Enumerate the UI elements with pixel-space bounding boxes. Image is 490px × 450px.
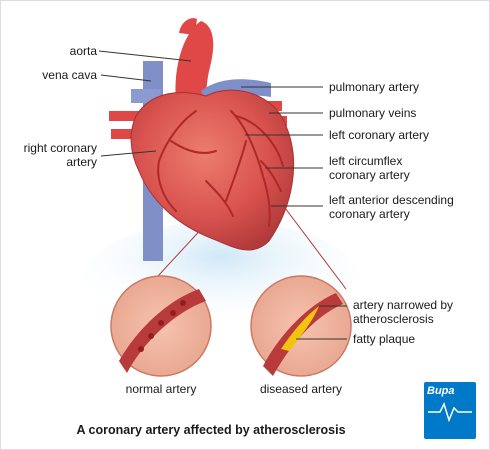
heart-body	[130, 89, 295, 251]
label-left-circumflex: left circumflex coronary artery	[329, 154, 410, 182]
label-aorta: aorta	[69, 44, 97, 58]
label-left-anterior-descending: left anterior descending coronary artery	[329, 193, 454, 221]
label-right-coronary-artery: right coronary artery	[23, 141, 97, 169]
fatty-plaque-shape	[281, 306, 319, 351]
caption: A coronary artery affected by atheroscle…	[76, 423, 346, 437]
heartbeat-icon	[428, 402, 472, 423]
leader-lines	[98, 50, 347, 340]
label-normal-artery: normal artery	[125, 382, 197, 396]
aorta-shape	[175, 21, 214, 111]
label-left-coronary-artery: left coronary artery	[329, 128, 430, 142]
bupa-logo-text: Bupa	[427, 385, 455, 397]
label-vena-cava: vena cava	[42, 68, 97, 82]
label-fatty-plaque: fatty plaque	[353, 332, 416, 346]
coronary-arteries	[157, 110, 284, 227]
normal-artery-vessel	[119, 289, 206, 373]
label-pulmonary-artery: pulmonary artery	[329, 80, 420, 94]
bupa-logo: Bupa	[424, 382, 476, 439]
label-diseased-artery: diseased artery	[259, 382, 343, 396]
diseased-artery-vessel	[263, 293, 343, 376]
label-pulmonary-veins: pulmonary veins	[329, 106, 417, 120]
label-artery-narrowed: artery narrowed by atherosclerosis	[353, 298, 454, 326]
